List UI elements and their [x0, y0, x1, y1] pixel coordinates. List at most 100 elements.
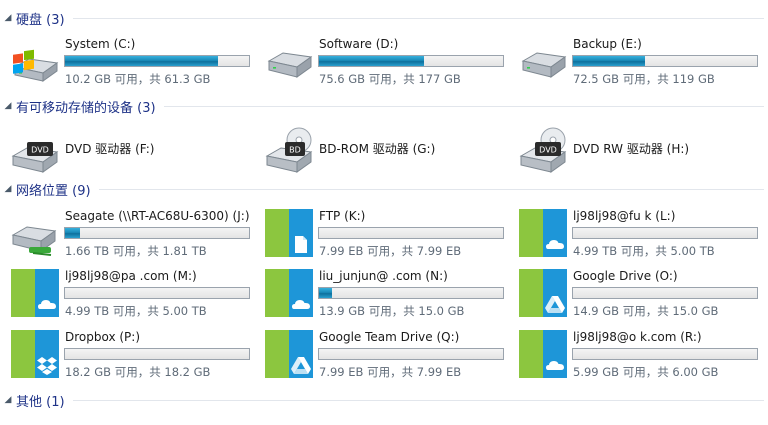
drive-name: Dropbox (P:): [65, 330, 141, 344]
hard-drive-icon: [521, 52, 567, 78]
drive-item-j[interactable]: Seagate (\\RT-AC68U-6300) (J:) 1.66 TB 可…: [11, 209, 261, 263]
cloud-icon: [546, 361, 564, 370]
usage-bar: [64, 55, 250, 67]
drive-space-info: 7.99 EB 可用，共 7.99 EB: [319, 365, 462, 379]
document-icon: [295, 236, 307, 253]
collapse-chevron-icon[interactable]: ◢: [4, 395, 12, 405]
badge-text: DVD: [31, 146, 49, 155]
group-title: 有可移动存储的设备 (3): [16, 100, 156, 116]
drive-space-info: 75.6 GB 可用，共 177 GB: [319, 72, 461, 86]
usage-bar: [572, 55, 758, 67]
usage-bar-fill: [65, 56, 218, 66]
usage-bar: [318, 348, 504, 360]
drive-space-info: 1.66 TB 可用，共 1.81 TB: [65, 244, 207, 258]
drive-name: BD-ROM 驱动器 (G:): [319, 142, 436, 156]
drive-item-r[interactable]: lj98lj98@o k.com (R:) 5.99 GB 可用，共 6.00 …: [519, 330, 768, 384]
drive-item-d[interactable]: Software (D:) 75.6 GB 可用，共 177 GB: [265, 37, 515, 91]
usage-bar: [64, 287, 250, 299]
usage-bar: [318, 55, 504, 67]
drive-name: Software (D:): [319, 37, 399, 51]
onedrive-tile: [519, 330, 567, 378]
google-drive-icon: [545, 296, 565, 313]
drive-name: Google Team Drive (Q:): [319, 330, 460, 344]
drive-item-q[interactable]: Google Team Drive (Q:) 7.99 EB 可用，共 7.99…: [265, 330, 515, 384]
group-header-network[interactable]: ◢ 网络位置 (9): [0, 179, 768, 199]
hard-drive-icon: [267, 52, 313, 78]
cloud-icon: [38, 300, 56, 309]
cloud-icon: [546, 240, 564, 249]
drive-item-l[interactable]: lj98lj98@fu k (L:) 4.99 TB 可用，共 5.00 TB: [519, 209, 768, 263]
drive-item-o[interactable]: Google Drive (O:) 14.9 GB 可用，共 15.0 GB: [519, 269, 768, 323]
usage-bar-fill: [573, 56, 645, 66]
collapse-chevron-icon[interactable]: ◢: [4, 101, 12, 111]
group-divider: [72, 399, 764, 401]
group-header-removable[interactable]: ◢ 有可移动存储的设备 (3): [0, 96, 768, 116]
drive-name: Google Drive (O:): [573, 269, 678, 283]
dvd-rw-icon: DVD: [519, 127, 567, 173]
onedrive-tile: [265, 269, 313, 317]
drive-name: Backup (E:): [573, 37, 642, 51]
drive-name: DVD RW 驱动器 (H:): [573, 142, 690, 156]
cloud-icon: [292, 300, 310, 309]
group-divider: [98, 188, 764, 190]
drive-name: lj98lj98@pa .com (M:): [65, 269, 197, 283]
drive-name: liu_junjun@ .com (N:): [319, 269, 448, 283]
drive-space-info: 4.99 TB 可用，共 5.00 TB: [65, 304, 207, 318]
google-drive-tile: [265, 330, 313, 378]
drive-item-g[interactable]: BD BD-ROM 驱动器 (G:): [265, 126, 515, 180]
usage-bar-fill: [319, 288, 332, 298]
usage-bar-fill: [319, 56, 424, 66]
badge-text: DVD: [539, 146, 557, 155]
google-drive-tile: [519, 269, 567, 317]
badge-text: BD: [289, 146, 301, 155]
drive-space-info: 72.5 GB 可用，共 119 GB: [573, 72, 715, 86]
group-divider: [163, 105, 764, 107]
usage-bar: [572, 348, 758, 360]
usage-bar-fill: [65, 228, 80, 238]
usage-bar: [318, 227, 504, 239]
usage-bar: [318, 287, 504, 299]
dropbox-icon: [37, 357, 57, 375]
drive-item-c[interactable]: System (C:) 10.2 GB 可用，共 61.3 GB: [11, 37, 261, 91]
drive-space-info: 18.2 GB 可用，共 18.2 GB: [65, 365, 211, 379]
usage-bar: [572, 227, 758, 239]
dvd-icon: DVD: [11, 142, 59, 173]
group-header-hdd[interactable]: ◢ 硬盘 (3): [0, 8, 768, 28]
onedrive-tile: [519, 209, 567, 257]
drive-space-info: 13.9 GB 可用，共 15.0 GB: [319, 304, 465, 318]
drive-space-info: 4.99 TB 可用，共 5.00 TB: [573, 244, 715, 258]
drive-item-f[interactable]: DVD DVD 驱动器 (F:): [11, 126, 261, 180]
collapse-chevron-icon[interactable]: ◢: [4, 13, 12, 23]
group-title: 其他 (1): [16, 394, 65, 410]
drive-name: lj98lj98@o k.com (R:): [573, 330, 702, 344]
collapse-chevron-icon[interactable]: ◢: [4, 184, 12, 194]
usage-bar: [64, 227, 250, 239]
group-title: 网络位置 (9): [16, 183, 91, 199]
drive-item-h[interactable]: DVD DVD RW 驱动器 (H:): [519, 126, 768, 180]
drive-item-e[interactable]: Backup (E:) 72.5 GB 可用，共 119 GB: [519, 37, 768, 91]
onedrive-tile: [11, 269, 59, 317]
group-header-other[interactable]: ◢ 其他 (1): [0, 390, 768, 410]
system-drive-icon: [13, 49, 59, 82]
drive-space-info: 14.9 GB 可用，共 15.0 GB: [573, 304, 719, 318]
drive-item-m[interactable]: lj98lj98@pa .com (M:) 4.99 TB 可用，共 5.00 …: [11, 269, 261, 323]
drive-space-info: 5.99 GB 可用，共 6.00 GB: [573, 365, 719, 379]
network-drive-icon: [11, 226, 57, 256]
bd-rom-icon: BD: [265, 127, 313, 173]
drive-item-n[interactable]: liu_junjun@ .com (N:) 13.9 GB 可用，共 15.0 …: [265, 269, 515, 323]
drive-name: Seagate (\\RT-AC68U-6300) (J:): [65, 209, 250, 223]
group-divider: [72, 17, 764, 19]
ftp-drive-tile: [265, 209, 313, 257]
drive-item-p[interactable]: Dropbox (P:) 18.2 GB 可用，共 18.2 GB: [11, 330, 261, 384]
drive-item-k[interactable]: FTP (K:) 7.99 EB 可用，共 7.99 EB: [265, 209, 515, 263]
drive-name: System (C:): [65, 37, 136, 51]
usage-bar: [64, 348, 250, 360]
usage-bar: [572, 287, 758, 299]
drive-name: DVD 驱动器 (F:): [65, 142, 155, 156]
dropbox-tile: [11, 330, 59, 378]
drive-name: FTP (K:): [319, 209, 366, 223]
drive-space-info: 10.2 GB 可用，共 61.3 GB: [65, 72, 211, 86]
google-drive-icon: [291, 357, 311, 374]
group-title: 硬盘 (3): [16, 12, 65, 28]
drive-space-info: 7.99 EB 可用，共 7.99 EB: [319, 244, 462, 258]
